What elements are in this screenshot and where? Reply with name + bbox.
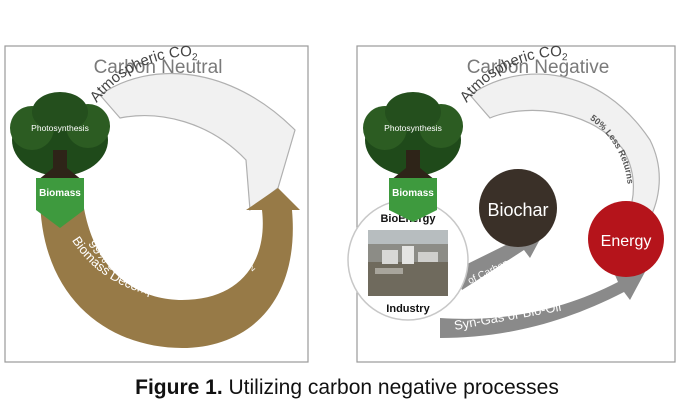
industry-photo <box>368 230 448 296</box>
energy-circle <box>588 201 664 277</box>
biomass-label: Biomass <box>39 188 81 199</box>
panel-title: Carbon Negative <box>467 57 610 78</box>
biomass-arrow <box>389 178 437 222</box>
panel-carbon-neutral: Carbon Neutral Atmospheric CO2 Biomass D… <box>4 43 309 363</box>
decompose-arrow <box>40 188 300 348</box>
figure-label: Figure 1. <box>135 376 223 399</box>
panel-title: Carbon Neutral <box>94 57 223 78</box>
photosynthesis-label: Photosynthesis <box>384 123 442 133</box>
photosynthesis-label: Photosynthesis <box>31 123 89 133</box>
syngas-arrow <box>440 268 645 338</box>
panel-carbon-negative: Carbon Negative Atmospheric CO2 50% Less… <box>347 43 676 363</box>
biomass-arrow <box>36 178 84 228</box>
tree-icon <box>363 92 463 184</box>
figure-caption-text: Utilizing carbon negative processes <box>222 376 559 399</box>
biochar-circle <box>479 169 557 247</box>
figure-caption: Figure 1. Utilizing carbon negative proc… <box>0 376 694 400</box>
energy-label: Energy <box>601 233 652 250</box>
atmospheric-arrow <box>99 72 296 212</box>
biomass-label: Biomass <box>392 188 434 199</box>
industry-label: Industry <box>386 303 430 315</box>
biochar-label: Biochar <box>487 200 548 220</box>
tree-icon <box>10 92 110 184</box>
